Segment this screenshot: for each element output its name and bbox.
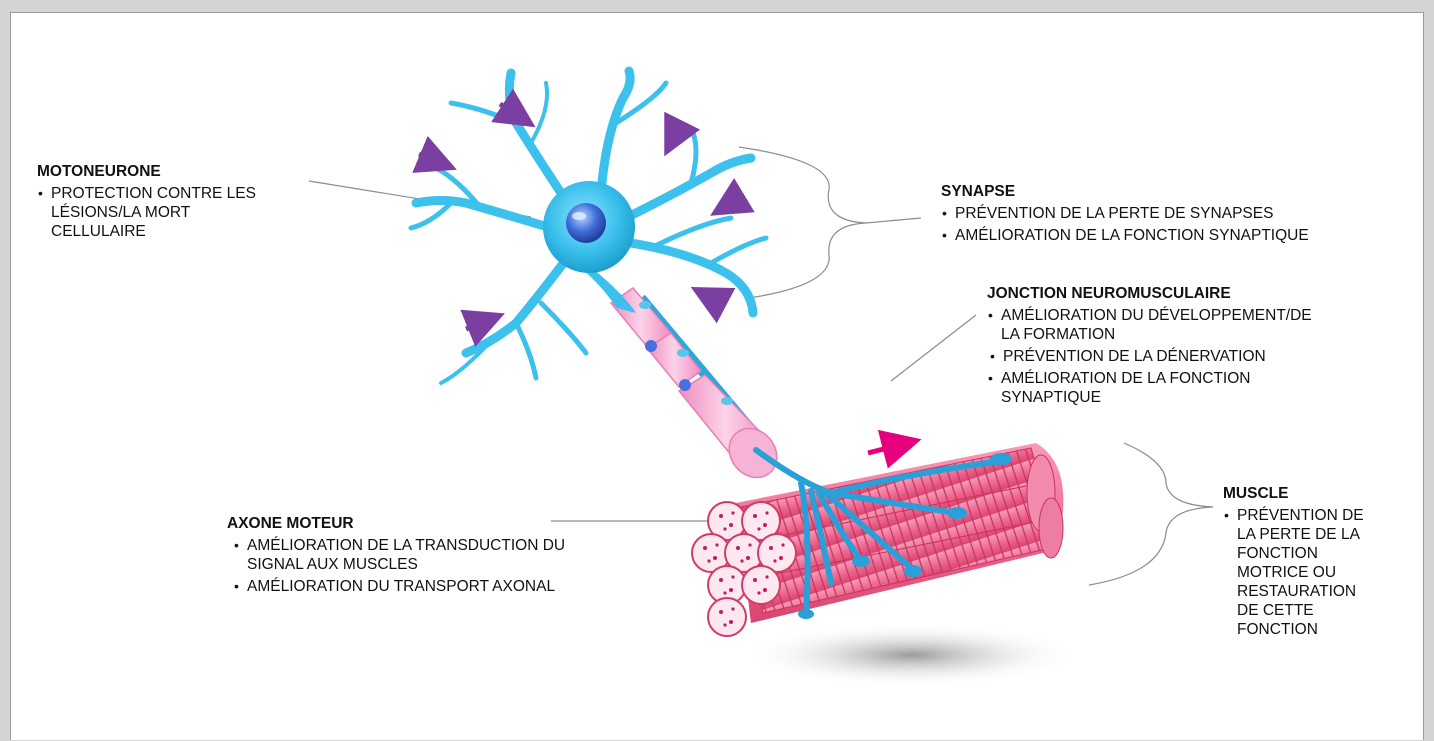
diagram-canvas: MOTONEURONE PROTECTION CONTRE LES LÉSION… — [10, 12, 1424, 740]
label-muscle: MUSCLE PRÉVENTION DE LA PERTE DE LA FONC… — [1223, 484, 1413, 642]
fiber-cross-section — [742, 566, 780, 604]
label-jonction-item: PRÉVENTION DE LA DÉNERVATION — [989, 347, 1337, 366]
label-jonction-item: AMÉLIORATION DU DÉVELOPPEMENT/DE LA FORM… — [987, 306, 1321, 344]
leader-muscle — [1089, 443, 1213, 585]
axon — [611, 288, 787, 487]
input-arrow — [466, 319, 491, 329]
label-muscle-item: PRÉVENTION DE LA PERTE DE LA FONCTION MO… — [1223, 506, 1377, 639]
myelin-sheath — [611, 288, 787, 487]
label-muscle-title: MUSCLE — [1223, 484, 1413, 503]
label-axone-title: AXONE MOTEUR — [227, 514, 657, 533]
label-axone-item: AMÉLIORATION DE LA TRANSDUCTION DU SIGNA… — [233, 536, 567, 574]
input-arrow — [419, 154, 443, 164]
label-synapse-item: PRÉVENTION DE LA PERTE DE SYNAPSES — [941, 204, 1421, 223]
leader-jonction — [891, 315, 976, 381]
label-motoneurone-item: PROTECTION CONTRE LES LÉSIONS/LA MORT CE… — [37, 184, 281, 241]
label-axone: AXONE MOTEUR AMÉLIORATION DE LA TRANSDUC… — [227, 514, 657, 599]
signal-arrow — [868, 443, 907, 453]
label-jonction-title: JONCTION NEUROMUSCULAIRE — [987, 284, 1337, 303]
muscle-shadow — [741, 623, 1081, 687]
label-jonction-item: AMÉLIORATION DE LA FONCTION SYNAPTIQUE — [987, 369, 1331, 407]
label-synapse-title: SYNAPSE — [941, 182, 1421, 201]
label-jonction: JONCTION NEUROMUSCULAIRE AMÉLIORATION DU… — [987, 284, 1337, 410]
nucleus — [566, 203, 606, 243]
soma — [543, 181, 636, 313]
input-arrow — [704, 294, 723, 304]
label-axone-item: AMÉLIORATION DU TRANSPORT AXONAL — [233, 577, 657, 596]
label-motoneurone: MOTONEURONE PROTECTION CONTRE LES LÉSION… — [37, 162, 307, 244]
input-arrow — [671, 123, 681, 143]
leader-synapse — [739, 147, 866, 298]
leader-synapse-tip — [866, 218, 921, 223]
fiber-cross-section — [708, 598, 746, 636]
input-arrow — [723, 196, 743, 208]
muscle-fiber-end — [1039, 498, 1063, 558]
label-motoneurone-title: MOTONEURONE — [37, 162, 307, 181]
label-synapse: SYNAPSE PRÉVENTION DE LA PERTE DE SYNAPS… — [941, 182, 1421, 248]
label-synapse-item: AMÉLIORATION DE LA FONCTION SYNAPTIQUE — [941, 226, 1421, 245]
